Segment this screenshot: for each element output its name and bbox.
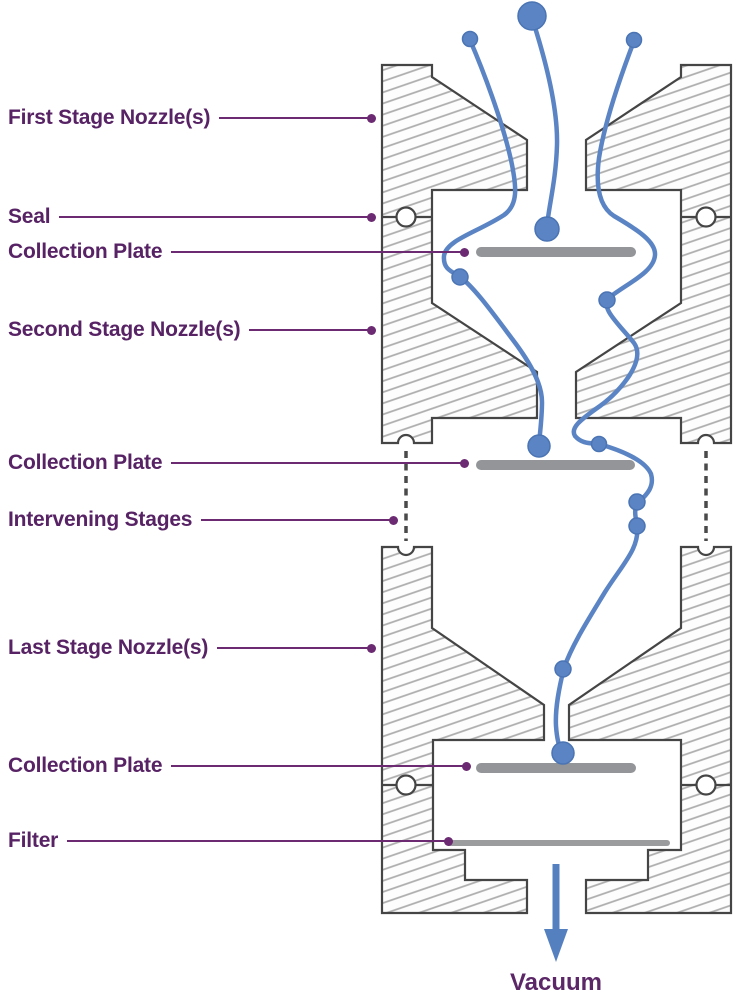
collection-plates bbox=[446, 247, 670, 846]
leader-dot bbox=[367, 113, 376, 123]
leader-dot bbox=[460, 247, 469, 257]
collection-plate-3-bar bbox=[476, 763, 636, 773]
label-text: Filter bbox=[8, 829, 59, 852]
particle-inlet-left bbox=[461, 30, 479, 48]
label-text: Intervening Stages bbox=[8, 508, 193, 531]
oring-upper-left bbox=[395, 206, 417, 228]
label-text: Seal bbox=[8, 205, 51, 228]
intervening-stage-gap-lines bbox=[404, 451, 708, 541]
streamline-center bbox=[529, 15, 560, 229]
seal-orings bbox=[382, 206, 731, 796]
lower-left-block bbox=[380, 545, 546, 915]
lower-stage-body bbox=[380, 545, 733, 915]
airflow-streamlines bbox=[441, 15, 658, 755]
particle-on-plate-2 bbox=[527, 434, 551, 458]
leader-line bbox=[201, 518, 390, 522]
oring-upper-right bbox=[695, 206, 717, 228]
streamline-right bbox=[553, 38, 658, 755]
upper-right-block bbox=[574, 63, 733, 445]
label-text: Collection Plate bbox=[8, 451, 163, 474]
leader-dot bbox=[444, 836, 453, 846]
leader-line bbox=[59, 215, 368, 219]
leader-line bbox=[249, 328, 368, 332]
upper-left-block bbox=[380, 63, 539, 445]
label-collection-plate-1: Collection Plate bbox=[8, 239, 469, 265]
particle-last-funnel bbox=[554, 660, 572, 678]
leader-line bbox=[171, 461, 461, 465]
leader-dot bbox=[367, 325, 376, 335]
lower-right-block bbox=[567, 545, 733, 915]
leader-dot bbox=[389, 515, 398, 525]
particle-dots bbox=[451, 1, 646, 765]
particle-on-plate-1 bbox=[534, 216, 560, 242]
leader-dot bbox=[462, 761, 471, 771]
leader-line bbox=[217, 646, 368, 650]
oring-lower-right bbox=[695, 774, 717, 796]
streamline-left bbox=[441, 37, 545, 447]
leader-dot bbox=[460, 458, 469, 468]
label-last-stage-nozzles: Last Stage Nozzle(s) bbox=[8, 635, 376, 661]
label-text: First Stage Nozzle(s) bbox=[8, 106, 211, 129]
leader-dot bbox=[367, 643, 376, 653]
label-first-stage-nozzles: First Stage Nozzle(s) bbox=[8, 105, 376, 131]
label-text: Collection Plate bbox=[8, 240, 163, 263]
leader-line bbox=[171, 250, 461, 254]
oring-lower-left bbox=[395, 774, 417, 796]
filter-bar bbox=[446, 840, 670, 846]
upper-stage-body bbox=[380, 63, 733, 445]
label-collection-plate-2: Collection Plate bbox=[8, 450, 469, 476]
particle-large-inlet bbox=[517, 1, 547, 31]
collection-plate-2-bar bbox=[476, 460, 635, 470]
particle-inlet-right bbox=[625, 31, 643, 49]
label-text: Second Stage Nozzle(s) bbox=[8, 318, 241, 341]
label-seal: Seal bbox=[8, 204, 376, 230]
particle-passing-2 bbox=[590, 435, 608, 453]
label-text: Vacuum bbox=[509, 969, 603, 996]
label-second-stage-nozzles: Second Stage Nozzle(s) bbox=[8, 317, 376, 343]
vacuum-arrow bbox=[544, 864, 568, 962]
label-intervening-stages: Intervening Stages bbox=[8, 507, 398, 533]
particle-side-right bbox=[598, 291, 616, 309]
label-text: Last Stage Nozzle(s) bbox=[8, 636, 209, 659]
particle-gap-upper bbox=[628, 493, 646, 511]
particle-on-plate-3 bbox=[551, 741, 575, 765]
label-text: Collection Plate bbox=[8, 754, 163, 777]
particle-gap-lower bbox=[628, 517, 646, 535]
collection-plate-1-bar bbox=[476, 247, 636, 257]
leader-line bbox=[219, 116, 368, 120]
label-filter: Filter bbox=[8, 828, 453, 854]
leader-line bbox=[67, 839, 445, 843]
label-collection-plate-3: Collection Plate bbox=[8, 753, 471, 779]
leader-dot bbox=[367, 212, 376, 222]
particle-side-left bbox=[451, 268, 469, 286]
leader-line bbox=[171, 764, 463, 768]
label-vacuum: Vacuum bbox=[456, 969, 656, 997]
